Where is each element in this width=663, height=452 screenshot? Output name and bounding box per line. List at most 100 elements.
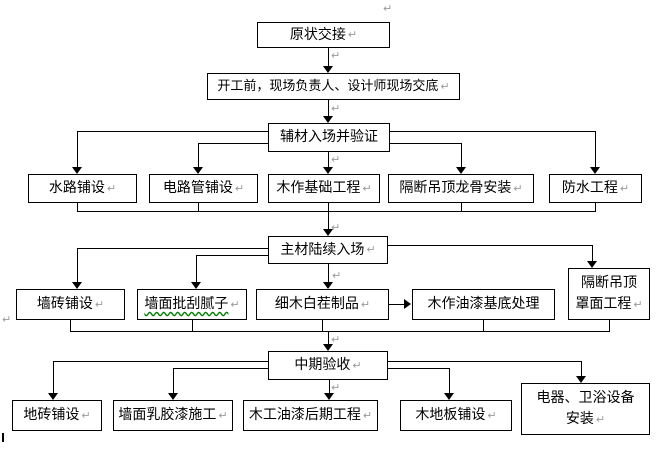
connector <box>328 152 329 167</box>
connector <box>388 245 592 246</box>
arrowhead-down-icon <box>48 393 58 400</box>
paragraph-mark: ↵ <box>362 181 372 195</box>
arrowhead-down-icon <box>323 116 333 123</box>
connector <box>461 203 462 211</box>
connector <box>329 380 330 393</box>
arrowhead-down-icon <box>323 167 333 174</box>
text-cursor-mark <box>2 433 4 442</box>
node-partition-ceiling-keel: 隔断吊顶龙骨安装↵ <box>388 174 534 203</box>
connector <box>461 143 462 167</box>
arrowhead-down-icon <box>72 282 82 289</box>
node-wall-putty: 墙面批刮腻子↵ <box>137 289 247 320</box>
node-water-piping: 水路铺设↵ <box>28 174 137 203</box>
paragraph-mark: ↵ <box>2 313 12 326</box>
paragraph-mark: ↵ <box>81 408 91 422</box>
node-label-line2: 安装 <box>565 411 594 427</box>
paragraph-mark: ↵ <box>440 79 450 93</box>
connector <box>173 368 268 369</box>
node-partition-ceiling-cover: 隔断吊顶 罩面工程↵ <box>568 268 650 320</box>
connector <box>77 211 596 212</box>
paragraph-mark: ↵ <box>366 243 376 257</box>
connector <box>595 203 596 211</box>
node-floor-tiling: 地砖铺设↵ <box>12 400 102 431</box>
node-label-line1: 隔断吊顶 <box>581 275 637 291</box>
connector <box>388 368 449 369</box>
connector <box>70 320 71 331</box>
node-label: 主材陆续入场 <box>280 241 365 258</box>
node-label-line2-wrap: 安装↵ <box>566 409 605 430</box>
paragraph-mark: ↵ <box>633 298 643 311</box>
connector <box>390 143 461 144</box>
connector <box>53 361 268 362</box>
paragraph-mark: ↵ <box>331 102 341 115</box>
node-label: 原状交接 <box>289 26 346 43</box>
connector <box>328 264 329 282</box>
node-label: 电路管铺设 <box>162 180 233 197</box>
node-wood-paint-late-stage: 木工油漆后期工程↵ <box>243 400 378 431</box>
connector <box>198 203 199 211</box>
arrowhead-down-icon <box>191 282 201 289</box>
paragraph-mark: ↵ <box>331 153 341 166</box>
connector <box>449 368 450 393</box>
paragraph-mark: ↵ <box>362 408 373 422</box>
connector <box>328 211 329 230</box>
node-label-line1: 电器、卫浴设备 <box>536 390 635 406</box>
paragraph-mark: ↵ <box>360 297 371 311</box>
node-label: 细木白茬制品 <box>274 296 359 313</box>
arrowhead-down-icon <box>323 344 333 351</box>
node-label: 木地板铺设 <box>415 407 486 424</box>
connector <box>322 320 323 331</box>
connector <box>198 143 268 144</box>
connector <box>390 131 595 132</box>
connector <box>192 320 193 331</box>
node-label: 地砖铺设 <box>23 407 80 424</box>
node-original-handover: 原状交接↵ <box>257 22 390 48</box>
connector <box>196 255 268 256</box>
paragraph-mark: ↵ <box>94 297 105 311</box>
node-mid-term-acceptance: 中期验收↵ <box>268 351 388 380</box>
paragraph-mark: ↵ <box>331 381 341 394</box>
connector <box>609 320 610 331</box>
paragraph-mark: ↵ <box>331 333 341 346</box>
connector <box>581 361 582 376</box>
paragraph-mark: ↵ <box>352 358 362 372</box>
paragraph-mark: ↵ <box>106 181 117 195</box>
paragraph-mark: ↵ <box>332 269 342 282</box>
node-waterproofing: 防水工程↵ <box>549 174 642 203</box>
paragraph-mark: ↵ <box>218 408 228 422</box>
arrowhead-down-icon <box>444 393 454 400</box>
node-wood-paint-primer: 木作油漆基底处理 <box>412 289 555 320</box>
node-label: 开工前，现场负责人、设计师现场交底 <box>217 78 439 94</box>
paragraph-mark: ↵ <box>619 181 630 195</box>
node-label-line2: 罩面工程 <box>575 296 632 312</box>
node-label: 辅材入场并验证 <box>280 129 378 146</box>
connector <box>77 131 78 167</box>
node-label: 墙面批刮腻子 <box>144 296 229 313</box>
connector <box>70 331 610 332</box>
paragraph-mark: ↵ <box>234 181 245 195</box>
arrowhead-down-icon <box>587 261 597 268</box>
paragraph-mark: ↵ <box>331 49 341 62</box>
node-label: 隔断吊顶龙骨安装 <box>399 180 512 197</box>
connector <box>328 48 329 67</box>
connector <box>595 131 596 167</box>
arrowhead-down-icon <box>324 393 334 400</box>
arrowhead-down-icon <box>576 376 586 383</box>
node-label: 木作基础工程 <box>276 180 361 197</box>
connector <box>173 368 174 393</box>
connector <box>77 248 78 282</box>
paragraph-mark: ↵ <box>383 2 393 15</box>
node-aux-material-entry: 辅材入场并验证 <box>268 123 390 152</box>
node-label: 中期验收 <box>294 357 351 374</box>
connector <box>77 248 268 249</box>
arrowhead-down-icon <box>193 167 203 174</box>
connector <box>328 331 329 345</box>
node-label: 墙面乳胶漆施工 <box>118 407 217 424</box>
node-site-briefing: 开工前，现场负责人、设计师现场交底↵ <box>207 73 460 100</box>
paragraph-mark: ↵ <box>513 181 523 195</box>
arrowhead-down-icon <box>590 167 600 174</box>
paragraph-mark: ↵ <box>347 28 358 42</box>
node-label: 木作油漆基底处理 <box>427 296 540 313</box>
connector <box>77 203 78 211</box>
